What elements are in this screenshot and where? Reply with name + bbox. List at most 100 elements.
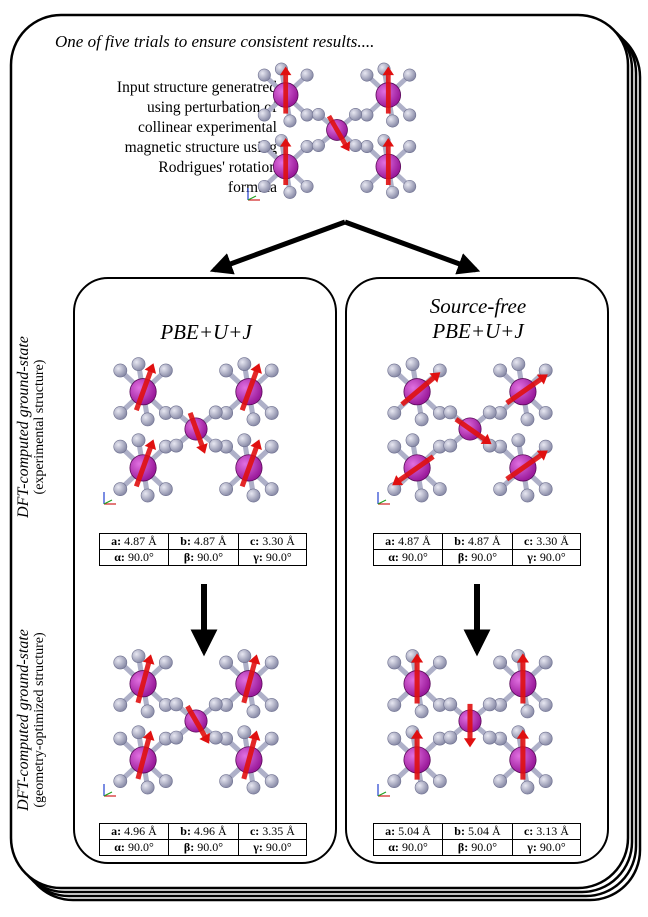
ligand-atom [140, 780, 155, 795]
input-description: Input structure generatred using perturb… [55, 78, 277, 198]
ligand-atom [264, 698, 279, 712]
ligand-atom [246, 704, 261, 719]
ligand-atom [403, 140, 417, 154]
ligand-atom [443, 730, 458, 745]
ligand-atom [283, 185, 297, 199]
ligand-atom [246, 412, 261, 427]
side-label-experimental: DFT-computed ground-state (experimental … [15, 336, 47, 518]
ligand-atom [158, 774, 173, 789]
panel-right-frame [345, 277, 609, 864]
ligand-atom [219, 774, 234, 789]
moment-arrow-icon [135, 654, 155, 704]
axis-triad-icon [377, 492, 390, 505]
ligand-atom [113, 482, 128, 497]
ligand-atom [538, 406, 553, 420]
ligand-atom [131, 725, 146, 740]
ligand-atom [387, 439, 402, 454]
ligand-atom [311, 107, 325, 121]
ligand-atom [403, 108, 417, 122]
ligand-atom [257, 179, 271, 193]
moment-arrow-icon [280, 137, 292, 186]
moment-arrow-icon [185, 704, 210, 744]
ligand-atom [538, 774, 553, 789]
ligand-atom [493, 655, 508, 670]
table-row: a: 4.87 Å b: 4.87 Å c: 3.30 Å [373, 533, 582, 550]
ligand-atom [300, 108, 314, 122]
ligand-atom [387, 655, 402, 670]
ligand-atom [131, 357, 146, 371]
ligand-atom [432, 774, 447, 789]
ligand-atom [264, 439, 279, 454]
moment-arrow-icon [241, 730, 261, 780]
ligand-atom [349, 139, 362, 153]
table-row: α: 90.0° β: 90.0° γ: 90.0° [99, 839, 308, 856]
ligand-atom [113, 439, 128, 454]
ligand-atom [520, 704, 535, 719]
ligand-atom [482, 697, 497, 712]
ligand-atom [386, 185, 400, 199]
ligand-atom [360, 179, 374, 193]
table-row: α: 90.0° β: 90.0° γ: 90.0° [99, 549, 308, 566]
lattice-table-right-bottom: a: 5.04 Å b: 5.04 Å c: 3.13 Å α: 90.0° β… [373, 823, 582, 856]
axis-triad-icon [247, 188, 260, 201]
flow-arrow-left-icon [209, 219, 346, 275]
ligand-atom [113, 731, 128, 746]
ligand-atom [300, 140, 314, 154]
ligand-atom [264, 731, 279, 746]
moment-arrow-icon [280, 66, 292, 114]
ligand-atom [360, 108, 374, 122]
moment-arrow-icon [326, 114, 351, 152]
ligand-atom [113, 774, 128, 789]
moment-arrow-icon [505, 374, 548, 406]
ligand-atom [403, 68, 417, 82]
table-row: α: 90.0° β: 90.0° γ: 90.0° [373, 549, 582, 566]
moment-arrow-icon [516, 653, 529, 704]
ligand-atom [246, 488, 261, 503]
ligand-atom [140, 704, 155, 719]
ligand-atom [520, 780, 535, 795]
ligand-atom [208, 730, 223, 745]
ligand-atom [360, 140, 374, 154]
moment-arrow-icon [187, 412, 208, 454]
axis-triad-icon [377, 784, 390, 797]
ligand-atom [360, 68, 374, 82]
moment-arrow-icon [400, 372, 441, 407]
moment-arrow-icon [463, 703, 477, 748]
ligand-atom [283, 114, 297, 128]
moment-arrow-icon [239, 363, 262, 412]
moment-arrow-icon [411, 653, 424, 704]
moment-arrow-icon [133, 363, 157, 412]
ligand-atom [219, 655, 234, 670]
ligand-atom [131, 433, 146, 448]
ligand-atom [414, 488, 429, 503]
ligand-atom [520, 488, 535, 503]
structure-right-experimental [377, 357, 553, 505]
panel-right-title-line1: Source-free [429, 294, 527, 318]
ligand-atom [246, 780, 261, 795]
moment-arrow-icon [382, 137, 394, 186]
ligand-atom [443, 438, 458, 453]
ligand-atom [538, 698, 553, 712]
ligand-atom [113, 363, 128, 378]
moment-arrow-icon [239, 439, 262, 488]
ligand-atom [257, 108, 271, 122]
input-structure-image [247, 62, 417, 201]
ligand-atom [403, 179, 417, 193]
ligand-atom [237, 649, 252, 663]
moment-arrow-icon [133, 439, 157, 488]
axis-triad-icon [103, 784, 116, 797]
table-row: α: 90.0° β: 90.0° γ: 90.0° [373, 839, 582, 856]
ligand-atom [140, 488, 155, 503]
ligand-atom [264, 363, 279, 378]
ligand-atom [169, 730, 184, 745]
ligand-atom [405, 357, 420, 371]
lattice-table-left-bottom: a: 4.96 Å b: 4.96 Å c: 3.35 Å α: 90.0° β… [99, 823, 308, 856]
ligand-atom [113, 698, 128, 712]
ligand-atom [257, 140, 271, 154]
ligand-atom [414, 704, 429, 719]
ligand-atom [208, 697, 223, 712]
axis-triad-icon [103, 492, 116, 505]
input-description-line: Input structure generatred [116, 79, 277, 96]
ligand-atom [538, 482, 553, 497]
